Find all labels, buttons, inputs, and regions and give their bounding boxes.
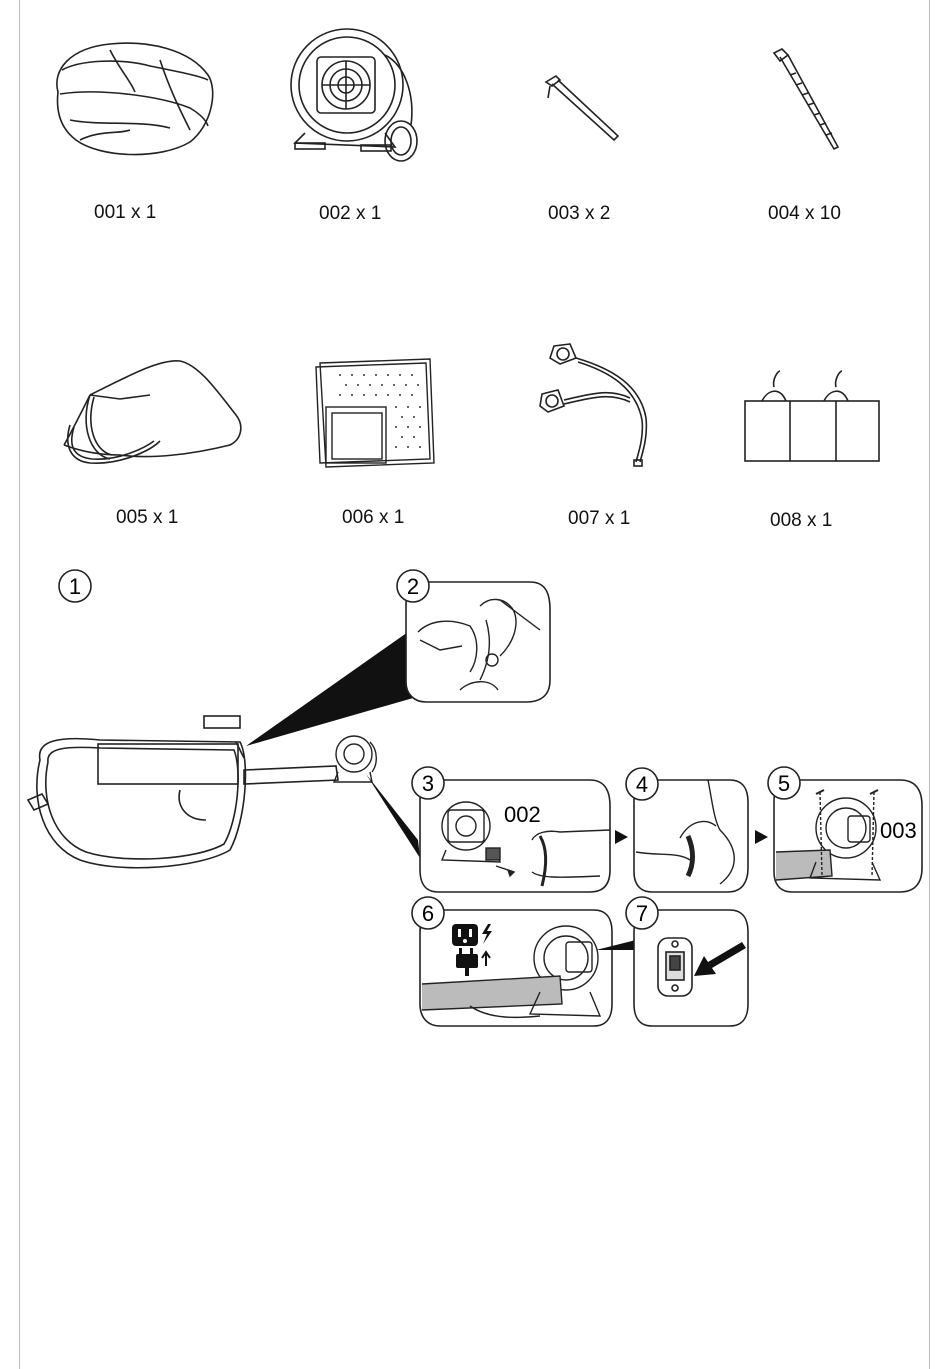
blower-label: 002 [504,802,541,827]
arrow-right-icon [615,830,628,844]
step-4-panel: 4 [626,768,748,892]
step-5-panel: 003 5 [768,767,922,892]
arrow-right-icon [755,830,768,844]
callout-wedge-step-2 [246,632,420,746]
step-number: 7 [636,901,648,926]
step-number: 4 [636,772,648,797]
step-6-panel: 6 [412,897,612,1026]
bouncer-overview [28,716,338,868]
blower-small-icon [334,736,376,782]
step-number: 6 [422,901,434,926]
step-number: 1 [69,574,81,599]
step-1-marker: 1 [59,570,91,602]
step-3-panel: 002 3 [412,767,610,892]
step-2-panel: 2 [397,570,550,702]
step-7-panel: 7 [626,897,748,1026]
step-number: 2 [407,574,419,599]
step-number: 5 [778,771,790,796]
step-number: 3 [422,771,434,796]
stake-label: 003 [880,818,917,843]
